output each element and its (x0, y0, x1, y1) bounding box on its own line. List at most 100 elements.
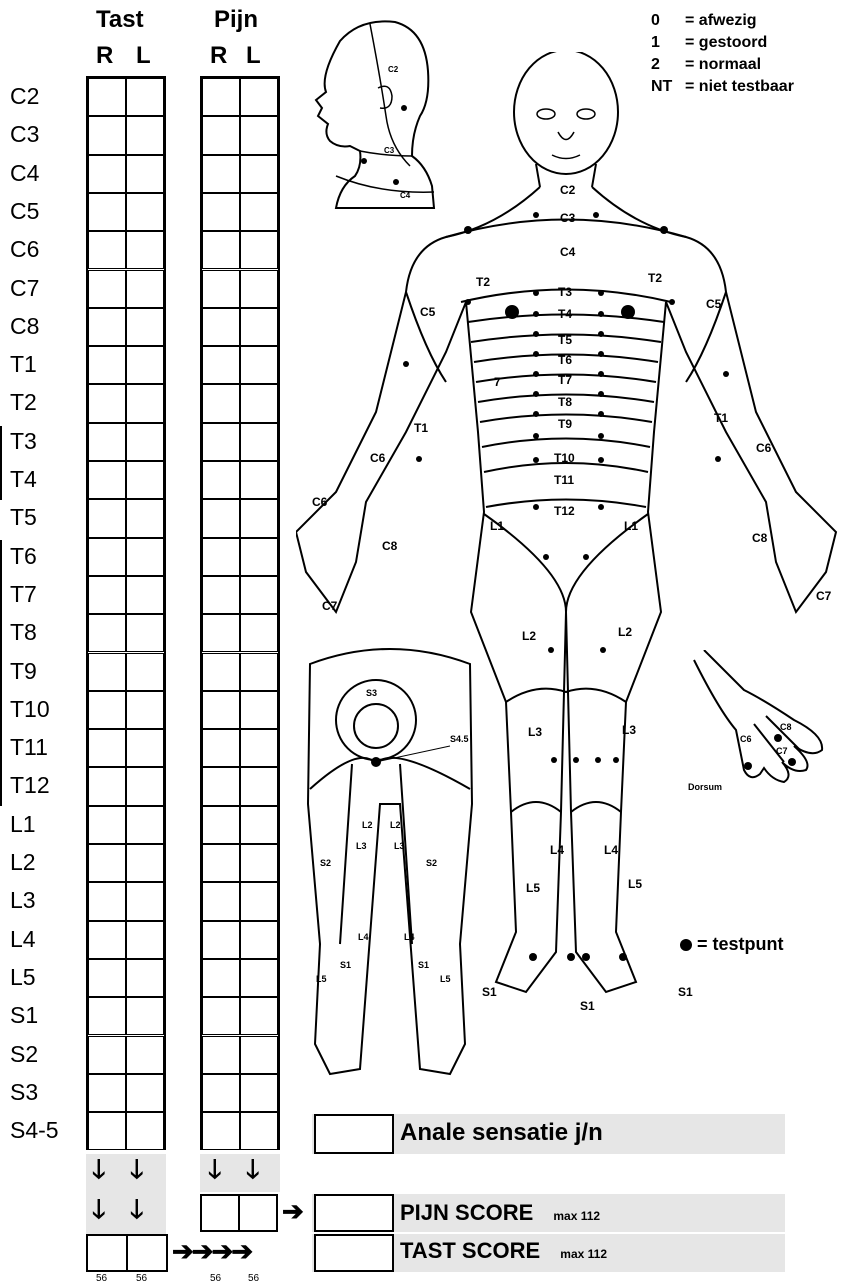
pijn-l-cell[interactable] (240, 499, 278, 537)
pijn-r-cell[interactable] (202, 653, 240, 691)
tast-r-cell[interactable] (88, 308, 126, 346)
tast-r-cell[interactable] (88, 997, 126, 1035)
pijn-l-cell[interactable] (240, 959, 278, 997)
pijn-r-cell[interactable] (202, 384, 240, 422)
tast-l-cell[interactable] (126, 767, 164, 805)
pijn-l-cell[interactable] (240, 193, 278, 231)
pijn-r-cell[interactable] (202, 1074, 240, 1112)
pijn-r-cell[interactable] (202, 308, 240, 346)
tast-l-cell[interactable] (126, 614, 164, 652)
pijn-l-cell[interactable] (240, 882, 278, 920)
pijn-score-r-input[interactable] (200, 1194, 240, 1232)
tast-l-cell[interactable] (126, 729, 164, 767)
tast-l-cell[interactable] (126, 1112, 164, 1150)
tast-l-cell[interactable] (126, 1036, 164, 1074)
pijn-l-cell[interactable] (240, 308, 278, 346)
tast-l-cell[interactable] (126, 921, 164, 959)
pijn-r-cell[interactable] (202, 767, 240, 805)
pijn-r-cell[interactable] (202, 691, 240, 729)
tast-l-cell[interactable] (126, 576, 164, 614)
pijn-l-cell[interactable] (240, 1112, 278, 1150)
tast-l-cell[interactable] (126, 653, 164, 691)
tast-r-cell[interactable] (88, 116, 126, 154)
pijn-l-cell[interactable] (240, 155, 278, 193)
pijn-r-cell[interactable] (202, 882, 240, 920)
pijn-l-cell[interactable] (240, 538, 278, 576)
pijn-r-cell[interactable] (202, 231, 240, 269)
pijn-l-cell[interactable] (240, 997, 278, 1035)
pijn-score-total-input[interactable] (314, 1194, 394, 1232)
tast-l-cell[interactable] (126, 270, 164, 308)
tast-l-cell[interactable] (126, 308, 164, 346)
tast-r-cell[interactable] (88, 1112, 126, 1150)
pijn-l-cell[interactable] (240, 461, 278, 499)
pijn-r-cell[interactable] (202, 729, 240, 767)
pijn-r-cell[interactable] (202, 193, 240, 231)
tast-r-cell[interactable] (88, 614, 126, 652)
tast-l-cell[interactable] (126, 844, 164, 882)
pijn-l-cell[interactable] (240, 691, 278, 729)
tast-r-cell[interactable] (88, 806, 126, 844)
tast-l-cell[interactable] (126, 1074, 164, 1112)
tast-l-cell[interactable] (126, 997, 164, 1035)
tast-l-cell[interactable] (126, 538, 164, 576)
tast-l-cell[interactable] (126, 346, 164, 384)
pijn-r-cell[interactable] (202, 1112, 240, 1150)
pijn-l-cell[interactable] (240, 270, 278, 308)
pijn-l-cell[interactable] (240, 423, 278, 461)
tast-l-cell[interactable] (126, 959, 164, 997)
tast-l-cell[interactable] (126, 384, 164, 422)
pijn-r-cell[interactable] (202, 1036, 240, 1074)
tast-r-cell[interactable] (88, 193, 126, 231)
pijn-r-cell[interactable] (202, 538, 240, 576)
tast-l-cell[interactable] (126, 78, 164, 116)
pijn-r-cell[interactable] (202, 997, 240, 1035)
pijn-r-cell[interactable] (202, 346, 240, 384)
tast-r-cell[interactable] (88, 1036, 126, 1074)
tast-r-cell[interactable] (88, 231, 126, 269)
tast-r-cell[interactable] (88, 882, 126, 920)
tast-l-cell[interactable] (126, 461, 164, 499)
tast-l-cell[interactable] (126, 155, 164, 193)
tast-r-cell[interactable] (88, 538, 126, 576)
pijn-l-cell[interactable] (240, 231, 278, 269)
pijn-l-cell[interactable] (240, 844, 278, 882)
pijn-l-cell[interactable] (240, 1036, 278, 1074)
pijn-r-cell[interactable] (202, 959, 240, 997)
tast-r-cell[interactable] (88, 767, 126, 805)
tast-score-l-input[interactable] (126, 1234, 168, 1272)
pijn-r-cell[interactable] (202, 806, 240, 844)
tast-l-cell[interactable] (126, 806, 164, 844)
tast-score-total-input[interactable] (314, 1234, 394, 1272)
pijn-r-cell[interactable] (202, 423, 240, 461)
tast-r-cell[interactable] (88, 921, 126, 959)
pijn-r-cell[interactable] (202, 155, 240, 193)
tast-r-cell[interactable] (88, 576, 126, 614)
tast-score-r-input[interactable] (86, 1234, 128, 1272)
tast-r-cell[interactable] (88, 729, 126, 767)
pijn-r-cell[interactable] (202, 614, 240, 652)
pijn-l-cell[interactable] (240, 116, 278, 154)
tast-r-cell[interactable] (88, 423, 126, 461)
pijn-r-cell[interactable] (202, 78, 240, 116)
tast-r-cell[interactable] (88, 844, 126, 882)
tast-r-cell[interactable] (88, 653, 126, 691)
tast-r-cell[interactable] (88, 384, 126, 422)
pijn-r-cell[interactable] (202, 921, 240, 959)
pijn-l-cell[interactable] (240, 729, 278, 767)
pijn-l-cell[interactable] (240, 1074, 278, 1112)
tast-l-cell[interactable] (126, 193, 164, 231)
pijn-r-cell[interactable] (202, 461, 240, 499)
pijn-l-cell[interactable] (240, 346, 278, 384)
tast-r-cell[interactable] (88, 346, 126, 384)
pijn-l-cell[interactable] (240, 806, 278, 844)
pijn-r-cell[interactable] (202, 270, 240, 308)
tast-l-cell[interactable] (126, 691, 164, 729)
anal-sensation-input[interactable] (314, 1114, 394, 1154)
pijn-r-cell[interactable] (202, 116, 240, 154)
pijn-l-cell[interactable] (240, 921, 278, 959)
tast-r-cell[interactable] (88, 959, 126, 997)
tast-l-cell[interactable] (126, 116, 164, 154)
tast-r-cell[interactable] (88, 155, 126, 193)
pijn-l-cell[interactable] (240, 384, 278, 422)
